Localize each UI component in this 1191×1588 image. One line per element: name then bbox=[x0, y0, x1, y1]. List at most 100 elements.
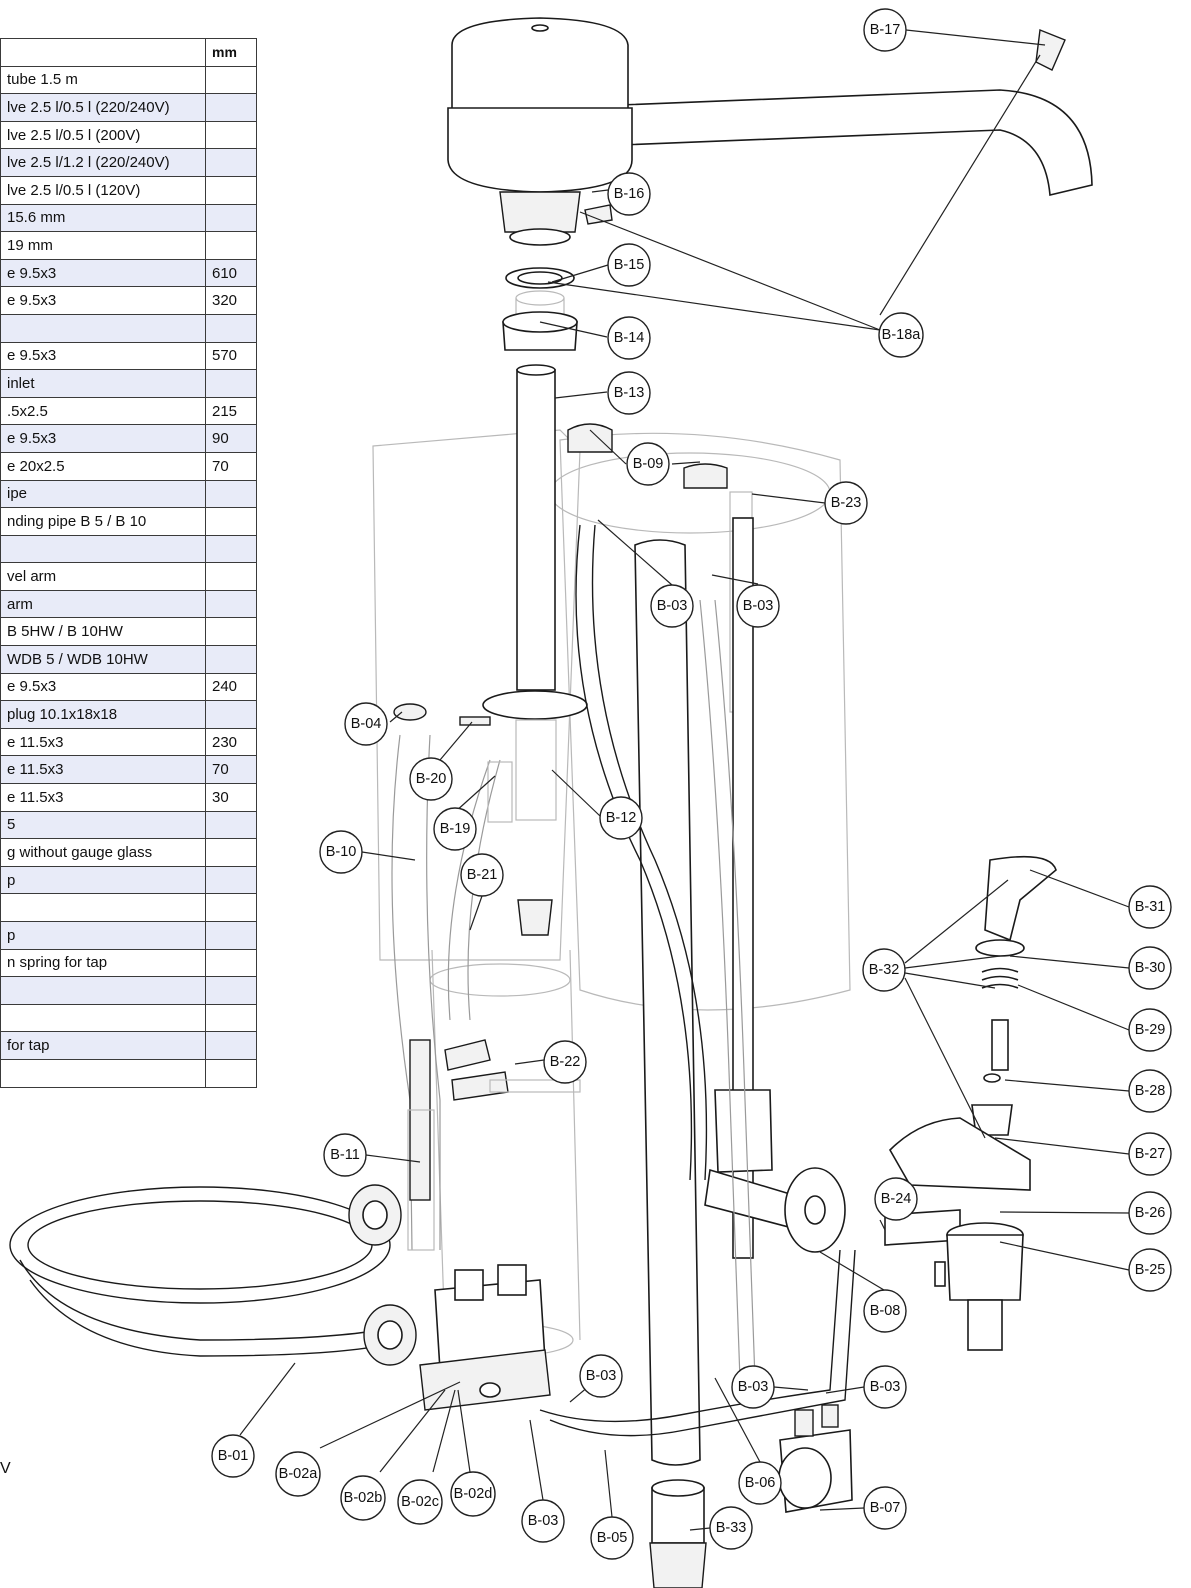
callout-b19: B-19 bbox=[433, 807, 477, 851]
callout-b31-label: B-31 bbox=[1135, 899, 1166, 915]
row-description: ipe bbox=[0, 479, 206, 509]
callout-b02d-label: B-02d bbox=[454, 1486, 493, 1502]
table-row: for tap bbox=[0, 1031, 257, 1060]
callout-b06: B-06 bbox=[738, 1461, 782, 1505]
callout-b05-label: B-05 bbox=[597, 1530, 628, 1546]
row-length-mm bbox=[205, 369, 257, 398]
table-row: g without gauge glass bbox=[0, 838, 257, 867]
table-row: p bbox=[0, 921, 257, 950]
callout-b12-label: B-12 bbox=[606, 810, 637, 826]
callout-b03-b-label: B-03 bbox=[743, 598, 774, 614]
table-row: 19 mm bbox=[0, 231, 257, 260]
row-length-mm bbox=[205, 810, 257, 840]
row-length-mm bbox=[205, 893, 257, 922]
callout-b12: B-12 bbox=[599, 796, 643, 840]
row-length-mm bbox=[205, 65, 257, 95]
table-row bbox=[0, 1058, 257, 1088]
callout-b03-f-label: B-03 bbox=[528, 1513, 559, 1529]
row-description: n spring for tap bbox=[0, 948, 206, 978]
row-length-mm: 570 bbox=[205, 341, 257, 371]
row-length-mm: 30 bbox=[205, 783, 257, 812]
row-length-mm bbox=[205, 589, 257, 619]
row-description bbox=[0, 313, 206, 343]
callouts: B-17 B-16 B-15 B-14 B-18a B-13 B-09 B-23… bbox=[211, 8, 1172, 1560]
row-length-mm bbox=[205, 921, 257, 950]
callout-b30: B-30 bbox=[1128, 946, 1172, 990]
callout-b31: B-31 bbox=[1128, 885, 1172, 929]
callout-b25: B-25 bbox=[1128, 1248, 1172, 1292]
callout-b28-label: B-28 bbox=[1135, 1083, 1166, 1099]
row-description bbox=[0, 976, 206, 1005]
row-length-mm bbox=[205, 976, 257, 1005]
seal-ring-and-nut bbox=[502, 267, 578, 351]
callout-b25-label: B-25 bbox=[1135, 1262, 1166, 1278]
callout-b22: B-22 bbox=[543, 1040, 587, 1084]
table-row: ipe bbox=[0, 479, 257, 509]
row-description: for tap bbox=[0, 1031, 206, 1060]
row-description: 15.6 mm bbox=[0, 203, 206, 233]
row-description: B 5HW / B 10HW bbox=[0, 617, 206, 647]
row-length-mm: 320 bbox=[205, 286, 257, 315]
callout-b30-label: B-30 bbox=[1135, 960, 1166, 976]
row-length-mm: 70 bbox=[205, 755, 257, 785]
callout-b03-e: B-03 bbox=[863, 1365, 907, 1409]
row-length-mm bbox=[205, 645, 257, 674]
row-description: 19 mm bbox=[0, 231, 206, 260]
row-description: e 11.5x3 bbox=[0, 727, 206, 757]
row-description: e 11.5x3 bbox=[0, 755, 206, 785]
row-description: p bbox=[0, 865, 206, 895]
callout-b22-label: B-22 bbox=[550, 1054, 581, 1070]
callout-b28: B-28 bbox=[1128, 1069, 1172, 1113]
callout-b03-a-label: B-03 bbox=[657, 598, 688, 614]
callout-b14-label: B-14 bbox=[614, 330, 645, 346]
callout-b33: B-33 bbox=[709, 1506, 753, 1550]
callout-b21: B-21 bbox=[460, 853, 504, 897]
cropped-text-fragment: V bbox=[0, 1460, 11, 1477]
callout-b08: B-08 bbox=[863, 1289, 907, 1333]
row-length-mm bbox=[205, 175, 257, 205]
callout-b07: B-07 bbox=[863, 1486, 907, 1530]
row-length-mm: 70 bbox=[205, 451, 257, 481]
table-row: inlet bbox=[0, 369, 257, 398]
row-description: vel arm bbox=[0, 562, 206, 591]
hoses bbox=[391, 524, 856, 1437]
center-pipe bbox=[482, 364, 588, 936]
callout-b05: B-05 bbox=[590, 1516, 634, 1560]
callout-b29-label: B-29 bbox=[1135, 1022, 1166, 1038]
callout-b04-label: B-04 bbox=[351, 716, 382, 732]
callout-b03-a: B-03 bbox=[650, 584, 694, 628]
callout-b01-label: B-01 bbox=[218, 1448, 249, 1464]
callout-b04: B-04 bbox=[344, 702, 388, 746]
callout-b06-label: B-06 bbox=[745, 1475, 776, 1491]
callout-b02c: B-02c bbox=[397, 1479, 443, 1525]
row-length-mm bbox=[205, 1003, 257, 1033]
table-row: 15.6 mm bbox=[0, 203, 257, 233]
callout-b15: B-15 bbox=[607, 243, 651, 287]
row-length-mm bbox=[205, 562, 257, 591]
row-description: plug 10.1x18x18 bbox=[0, 700, 206, 729]
row-length-mm bbox=[205, 534, 257, 564]
inlet-hose bbox=[9, 1184, 417, 1366]
callout-b02c-label: B-02c bbox=[401, 1494, 439, 1510]
callout-b02b: B-02b bbox=[340, 1475, 386, 1521]
row-description: WDB 5 / WDB 10HW bbox=[0, 645, 206, 674]
tap-head-assembly bbox=[447, 17, 1093, 246]
callout-b13: B-13 bbox=[607, 371, 651, 415]
table-row bbox=[0, 313, 257, 343]
row-length-mm bbox=[205, 231, 257, 260]
callout-b03-c-label: B-03 bbox=[586, 1368, 617, 1384]
row-length-mm: 215 bbox=[205, 396, 257, 426]
row-description: nding pipe B 5 / B 10 bbox=[0, 507, 206, 536]
row-description: lve 2.5 l/1.2 l (220/240V) bbox=[0, 148, 206, 177]
callout-b03-b: B-03 bbox=[736, 584, 780, 628]
row-description: lve 2.5 l/0.5 l (120V) bbox=[0, 175, 206, 205]
table-row: lve 2.5 l/0.5 l (120V) bbox=[0, 175, 257, 205]
row-length-mm: 230 bbox=[205, 727, 257, 757]
table-row bbox=[0, 976, 257, 1005]
